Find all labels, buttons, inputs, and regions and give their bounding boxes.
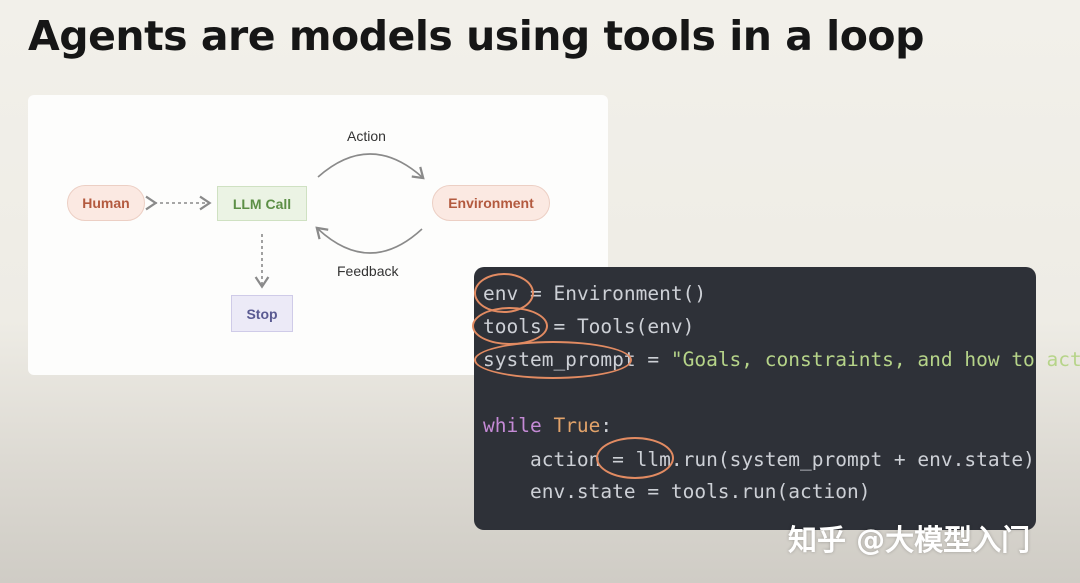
code-string: "Goals, constraints, and how to act" — [670, 348, 1080, 371]
code-colon: : — [600, 414, 613, 437]
human-node: Human — [67, 185, 145, 221]
agent-loop-diagram: Human LLM Call Environment Stop Action F… — [28, 95, 608, 375]
code-expr: Tools(env) — [576, 315, 695, 338]
code-indent — [483, 480, 530, 503]
diagram-arrows — [145, 153, 425, 289]
environment-node: Environment — [432, 185, 550, 221]
code-space — [542, 414, 554, 437]
code-var-action: action — [529, 448, 601, 471]
code-operator: = — [518, 282, 554, 305]
feedback-arc-arrow — [315, 226, 423, 254]
code-expr: Environment() — [553, 282, 707, 305]
code-block: env = Environment() tools = Tools(env) s… — [472, 267, 1080, 530]
code-line-action: action = llm.run(system_prompt + env.sta… — [483, 448, 1035, 471]
code-expr: env.state = tools.run(action) — [529, 480, 871, 503]
code-operator: = — [541, 315, 577, 338]
llm-call-node: LLM Call — [217, 186, 307, 221]
code-line-env-state: env.state = tools.run(action) — [483, 480, 870, 503]
stop-node: Stop — [231, 295, 293, 332]
highlight-ring-tools — [472, 307, 548, 345]
code-indent — [483, 448, 530, 471]
code-expr: llm.run(system_prompt + env.state) — [635, 448, 1035, 471]
action-label: Action — [347, 128, 386, 144]
code-keyword-while: while — [483, 414, 542, 437]
code-builtin-true: True — [553, 414, 601, 437]
code-operator: = — [635, 348, 671, 371]
action-arc-arrow — [317, 153, 425, 180]
highlight-ring-llm — [596, 437, 674, 479]
slide-title: Agents are models using tools in a loop — [28, 12, 924, 60]
code-line-while: while True: — [483, 414, 612, 437]
highlight-ring-system-prompt — [474, 341, 632, 379]
watermark: 知乎 @大模型入门 — [788, 523, 1031, 557]
feedback-label: Feedback — [337, 263, 399, 279]
